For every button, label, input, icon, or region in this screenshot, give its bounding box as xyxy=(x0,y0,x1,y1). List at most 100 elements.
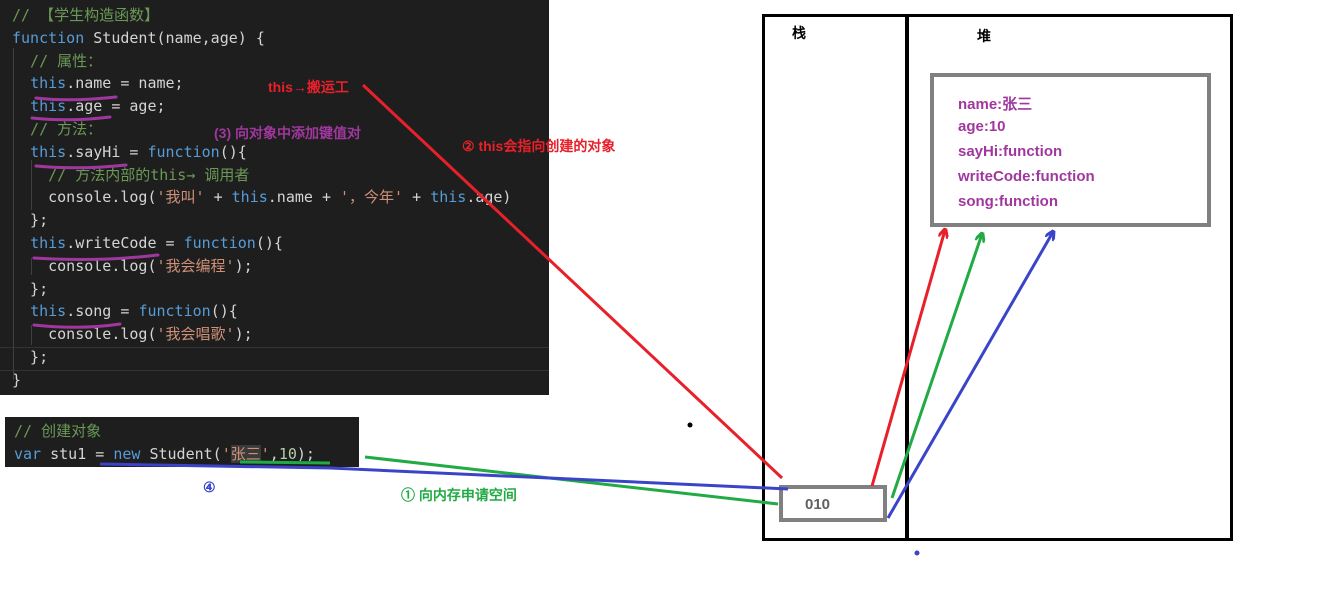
stack-heap-divider xyxy=(905,17,909,538)
code-token: console.log( xyxy=(12,325,157,344)
green-underline xyxy=(239,460,331,465)
code-token: this xyxy=(30,302,67,321)
code-token: this xyxy=(30,97,67,116)
stack-title: 栈 xyxy=(792,26,806,42)
indent-guide xyxy=(13,48,14,380)
code-token: function xyxy=(12,28,85,47)
constructor-code-line-17: } xyxy=(12,369,21,391)
code-token: ); xyxy=(296,444,315,463)
code-token: // 属性： xyxy=(12,51,103,70)
green-heap-arrow xyxy=(890,234,982,499)
code-token: 10 xyxy=(278,444,297,463)
blue-underline xyxy=(99,462,331,470)
code-token: .name + xyxy=(267,188,341,207)
constructor-code-line-11: this.writeCode = function(){ xyxy=(12,232,283,254)
annotation-step1: ① 向内存申请空间 xyxy=(401,487,517,503)
code-token: this xyxy=(30,234,67,252)
code-token: }; xyxy=(12,279,49,298)
heap-prop-writecode: writeCode:function xyxy=(958,168,1095,185)
annotation-step4: ④ xyxy=(203,479,216,495)
heap-prop-song: song:function xyxy=(958,193,1058,210)
create-object-code-line-1: // 创建对象 xyxy=(14,420,101,442)
code-token: .writeCode = xyxy=(66,234,184,252)
code-token: .song = xyxy=(66,302,139,321)
code-token: // 方法内部的this→ 调用者 xyxy=(12,165,250,184)
code-token: (){ xyxy=(210,302,238,321)
code-token: '我会编程' xyxy=(156,256,235,275)
constructor-code-line-16: }; xyxy=(12,346,48,368)
blue-dot xyxy=(914,550,920,556)
purple-underlines xyxy=(30,95,160,329)
code-token: console.log( xyxy=(12,256,157,275)
heap-object-box: name:张三 age:10 sayHi:function writeCode:… xyxy=(930,73,1211,227)
code-token: console.log( xyxy=(12,188,157,207)
stack-address-text: 010 xyxy=(805,496,831,513)
code-token: (){ xyxy=(219,142,247,161)
code-token: '，今年' xyxy=(340,188,404,207)
black-dot xyxy=(687,422,693,428)
code-token: ); xyxy=(234,325,253,344)
constructor-code-line-12: console.log('我会编程'); xyxy=(12,255,253,277)
code-token: // 【学生构造函数】 xyxy=(12,6,160,24)
indent-guide xyxy=(31,160,32,210)
heap-title: 堆 xyxy=(977,29,991,45)
code-token: // 创建对象 xyxy=(14,422,102,440)
code-token: + xyxy=(204,188,232,207)
code-token: ); xyxy=(234,256,253,275)
stack-address-box: 010 xyxy=(779,485,887,522)
code-token: function xyxy=(147,142,220,161)
heap-prop-age: age:10 xyxy=(958,118,1006,135)
constructor-code-line-7: this.sayHi = function(){ xyxy=(12,141,247,163)
code-token: this xyxy=(430,188,467,207)
memory-frame xyxy=(762,14,1233,541)
code-token: this xyxy=(30,74,67,93)
indent-guide xyxy=(31,325,32,345)
code-token: + xyxy=(403,188,431,207)
annotation-step3: (3) 向对象中添加键值对 xyxy=(214,125,361,141)
constructor-code-line-3: // 属性： xyxy=(12,50,102,72)
code-token: }; xyxy=(12,348,49,366)
code-token: ' xyxy=(221,444,231,463)
code-token: .name = name; xyxy=(66,74,184,93)
code-token: Student( xyxy=(140,444,222,463)
code-token: (){ xyxy=(255,234,283,252)
code-token: this xyxy=(30,142,67,161)
red-this-line xyxy=(361,83,784,480)
code-token: .age = age; xyxy=(66,97,166,116)
heap-prop-name: name:张三 xyxy=(958,96,1033,113)
code-token: , xyxy=(269,444,279,463)
current-line-highlight xyxy=(0,347,549,371)
code-token: Student(name,age) { xyxy=(84,28,265,47)
create-object-code-line-2: var stu1 = new Student('张三',10); xyxy=(14,443,315,465)
code-token: } xyxy=(12,370,22,389)
blue-assign-line xyxy=(329,466,789,491)
code-token: var xyxy=(14,444,42,463)
constructor-code-line-2: function Student(name,age) { xyxy=(12,27,265,49)
code-token: function xyxy=(183,234,256,252)
indent-guide xyxy=(31,258,32,275)
heap-prop-sayhi: sayHi:function xyxy=(958,143,1063,160)
constructor-code-line-13: }; xyxy=(12,278,48,300)
code-token: ' xyxy=(260,444,270,463)
code-token: '我会唱歌' xyxy=(156,325,235,344)
annotation-step2: ② this会指向创建的对象 xyxy=(462,138,616,154)
constructor-code-line-15: console.log('我会唱歌'); xyxy=(12,323,253,345)
code-token: this xyxy=(231,188,268,207)
code-token: .sayHi = xyxy=(66,142,148,161)
code-token: stu1 = xyxy=(41,444,114,463)
constructor-code-line-1: // 【学生构造函数】 xyxy=(12,4,159,26)
constructor-code-panel: // 【学生构造函数】function Student(name,age) { … xyxy=(0,0,549,395)
constructor-code-line-14: this.song = function(){ xyxy=(12,300,238,322)
code-token: '我叫' xyxy=(156,188,205,207)
code-token: }; xyxy=(12,211,49,230)
code-token: new xyxy=(113,444,141,463)
code-token: 张三 xyxy=(230,444,261,463)
constructor-code-line-10: }; xyxy=(12,209,48,231)
constructor-code-line-5: this.age = age; xyxy=(12,95,166,117)
code-token: function xyxy=(138,302,211,321)
annotation-this-porter: this→搬运工 xyxy=(268,79,349,95)
code-token: // 方法： xyxy=(12,120,103,138)
red-heap-arrow xyxy=(870,230,945,487)
